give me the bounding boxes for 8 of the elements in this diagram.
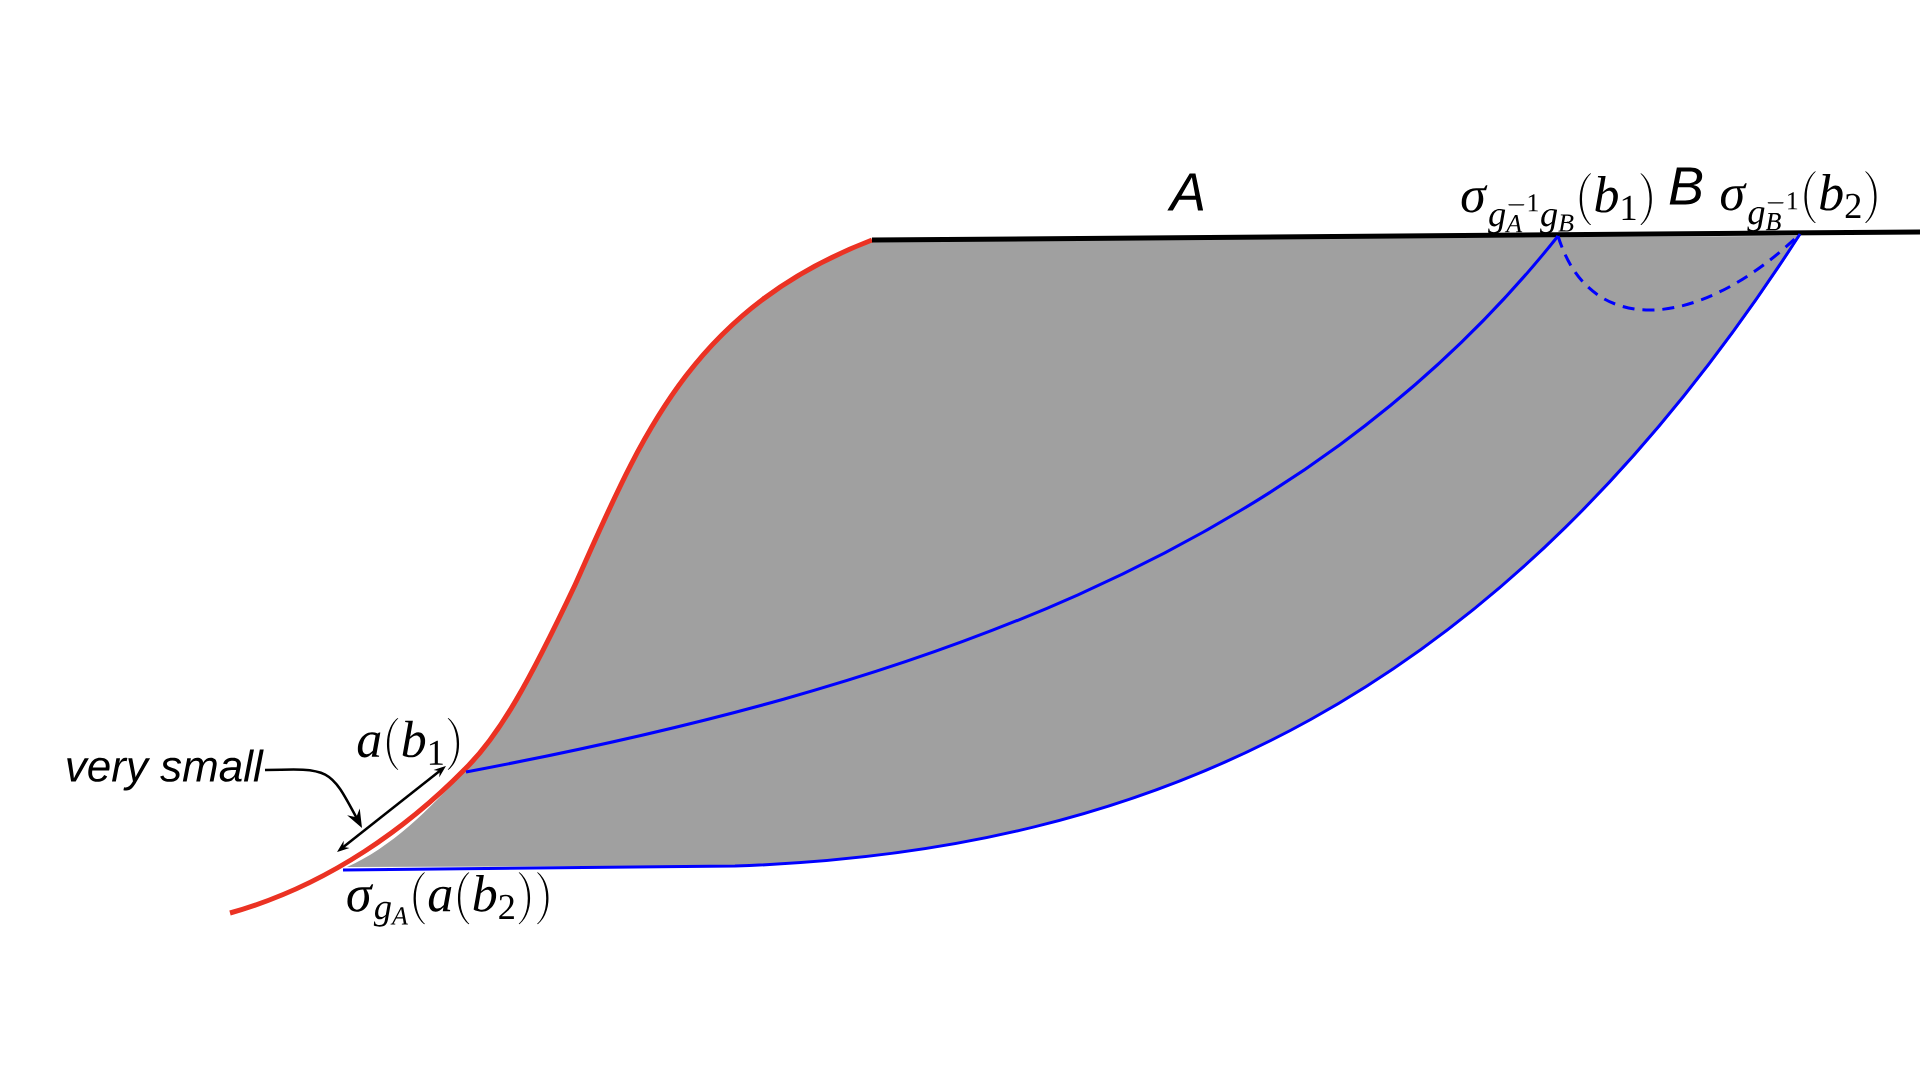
- point-label: $\sigma_{g_A^{-1}g_B}(b_1)$: [1461, 173, 1652, 234]
- point-label: $\sigma_{g_B^{-1}}(b_2)$: [1720, 171, 1877, 232]
- region-label: A: [1167, 173, 1204, 211]
- point-label: $a(b_1)$: [357, 717, 460, 770]
- region-label: B: [1669, 167, 1703, 205]
- point-label: very small: [67, 749, 264, 791]
- geodesic-curve: [465, 235, 1560, 774]
- point-label: $\sigma_{g_A}(a(b_2))$: [347, 872, 549, 927]
